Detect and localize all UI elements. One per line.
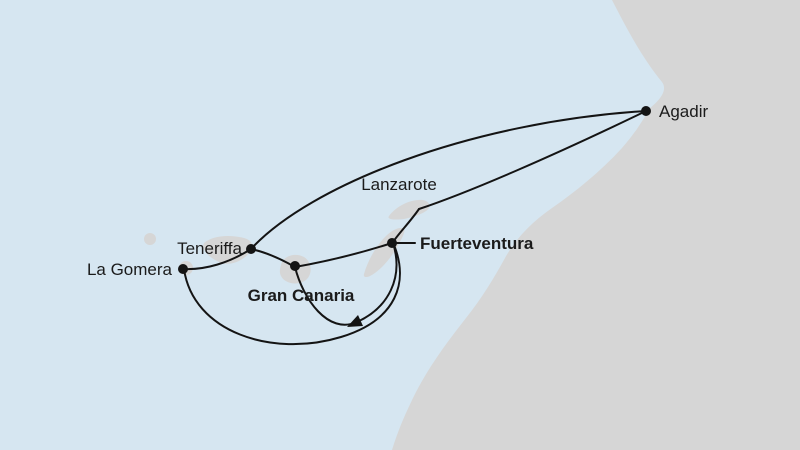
route-teneriffa-agadir [250, 110, 647, 250]
mainland-africa [392, 0, 800, 450]
route-grancanaria-fuerteventura [294, 242, 393, 268]
port-dot-fuerteventura [387, 238, 397, 248]
island-la-palma [144, 233, 156, 245]
port-label-lanzarote: Lanzarote [361, 175, 437, 194]
port-labels: Agadir Lanzarote Teneriffa Fuerteventura… [87, 102, 709, 305]
port-label-gran-canaria: Gran Canaria [248, 286, 355, 305]
port-label-teneriffa: Teneriffa [177, 239, 242, 258]
island-teneriffa [203, 235, 252, 264]
route-direction-arrow [347, 315, 363, 327]
port-label-la-gomera: La Gomera [87, 260, 173, 279]
port-label-agadir: Agadir [659, 102, 708, 121]
route-teneriffa-lagomera [183, 248, 252, 271]
route-agadir-lanzarote [418, 110, 647, 210]
port-dot-teneriffa [246, 244, 256, 254]
port-dots [178, 106, 651, 274]
port-label-fuerteventura: Fuerteventura [420, 234, 534, 253]
route-lagomera-fuerteventura-loop [183, 244, 401, 346]
route-lines [183, 110, 647, 346]
port-dot-la-gomera [178, 264, 188, 274]
island-lanzarote [388, 199, 430, 220]
port-dot-gran-canaria [290, 261, 300, 271]
port-dot-agadir [641, 106, 651, 116]
